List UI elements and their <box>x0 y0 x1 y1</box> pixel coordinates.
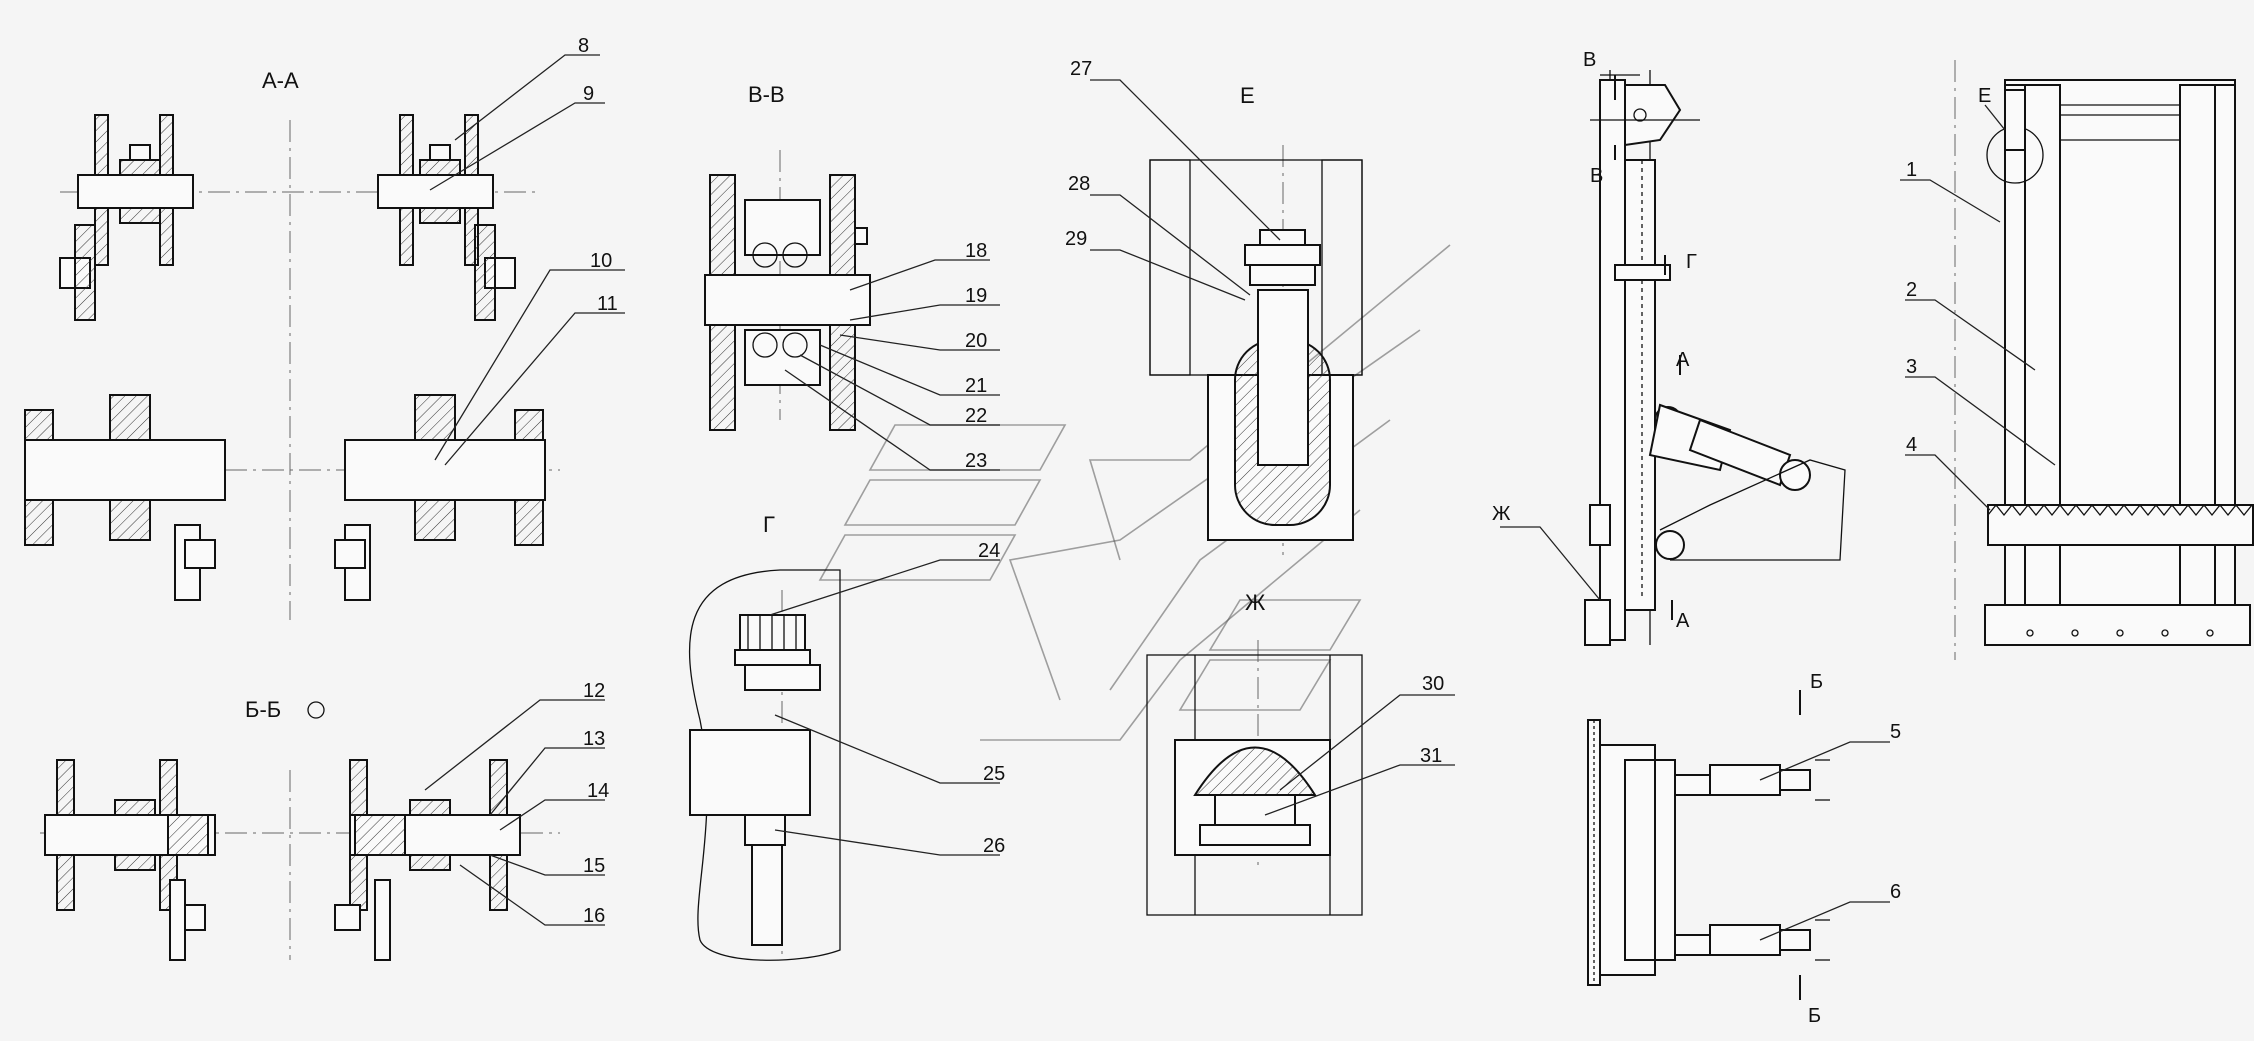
view-title-g: Г <box>763 512 775 537</box>
cut-mark-zh: Ж <box>1492 503 1511 525</box>
callout-28: 28 <box>1068 173 1090 195</box>
callout-20: 20 <box>965 330 987 352</box>
section-cut-markers <box>307 74 1801 1000</box>
view-title-zh: Ж <box>1245 590 1266 615</box>
detail-mark-e: Е <box>1978 85 1991 107</box>
view-title-e: Е <box>1240 83 1255 108</box>
cut-mark-g: Г <box>1686 251 1697 273</box>
section-vv-view <box>704 150 871 431</box>
callout-4: 4 <box>1906 434 1917 456</box>
callout-9: 9 <box>583 83 594 105</box>
section-bb-view <box>40 759 560 961</box>
cut-mark-v-top: В <box>1583 49 1596 71</box>
callout-19: 19 <box>965 285 987 307</box>
callout-21: 21 <box>965 375 987 397</box>
cut-mark-a-bottom: А <box>1676 610 1690 632</box>
callout-25: 25 <box>983 763 1005 785</box>
callout-30: 30 <box>1422 673 1444 695</box>
callout-11: 11 <box>597 293 618 315</box>
section-title-vv: В-В <box>748 82 785 107</box>
callout-31: 31 <box>1420 745 1442 767</box>
view-e <box>1149 145 1363 555</box>
section-title-aa: А-А <box>262 68 299 93</box>
leader-lines <box>424 54 2056 941</box>
cut-mark-b-top: Б <box>1810 671 1823 693</box>
callout-27: 27 <box>1070 58 1092 80</box>
callout-1: 1 <box>1906 159 1917 181</box>
callout-12: 12 <box>583 680 605 702</box>
callout-6: 6 <box>1890 881 1901 903</box>
callout-16: 16 <box>583 905 605 927</box>
cut-mark-b-bottom: Б <box>1808 1005 1821 1027</box>
callout-5: 5 <box>1890 721 1901 743</box>
callout-26: 26 <box>983 835 1005 857</box>
section-aa-view <box>24 114 560 620</box>
callout-8: 8 <box>578 35 589 57</box>
section-title-bb: Б-Б <box>245 697 281 722</box>
cut-mark-a-top: А <box>1676 349 1690 371</box>
side-elevation <box>1584 70 1846 646</box>
view-zh <box>1146 640 1363 916</box>
watermark-logo <box>818 244 1451 741</box>
callout-24: 24 <box>978 540 1000 562</box>
callout-13: 13 <box>583 728 605 750</box>
callout-14: 14 <box>587 780 609 802</box>
callout-18: 18 <box>965 240 987 262</box>
callout-3: 3 <box>1906 356 1917 378</box>
callout-29: 29 <box>1065 228 1087 250</box>
callout-15: 15 <box>583 855 605 877</box>
callout-numbers: 1 2 3 4 5 6 8 9 10 11 12 13 14 15 16 18 … <box>578 35 1917 927</box>
bottom-plan-view <box>1587 719 1830 986</box>
callout-2: 2 <box>1906 279 1917 301</box>
view-g <box>688 569 841 961</box>
callout-23: 23 <box>965 450 987 472</box>
cut-mark-v-bottom: В <box>1590 165 1603 187</box>
front-elevation <box>1954 60 2254 660</box>
callout-10: 10 <box>590 250 612 272</box>
callout-22: 22 <box>965 405 987 427</box>
